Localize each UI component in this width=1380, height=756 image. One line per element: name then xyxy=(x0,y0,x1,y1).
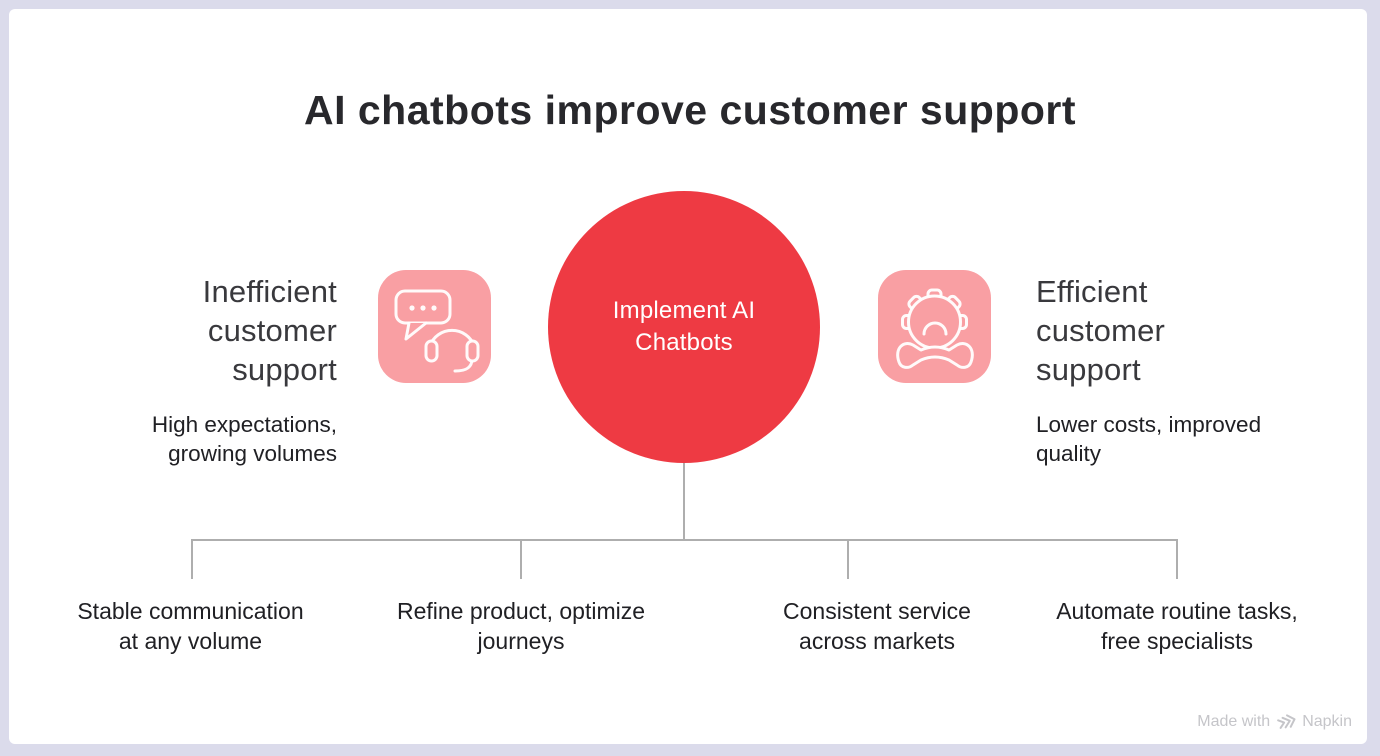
connector-horizontal xyxy=(191,539,1178,541)
gear-phone-icon xyxy=(878,270,991,383)
watermark-brand: Napkin xyxy=(1302,713,1352,730)
outcome-label-2: Refine product, optimize journeys xyxy=(396,598,645,654)
page-title: AI chatbots improve customer support xyxy=(303,87,1077,133)
center-node: Implement AI Chatbots xyxy=(548,191,820,463)
napkin-logo-icon xyxy=(1276,712,1296,732)
connector-drop-3 xyxy=(847,540,849,579)
right-node-heading: Efficient customer support xyxy=(1036,274,1166,387)
connector-drop-2 xyxy=(520,540,522,579)
connector-stem xyxy=(683,463,685,541)
outcome-label-4: Automate routine tasks, free specialists xyxy=(1056,598,1298,654)
right-node-description: Lower costs, improved quality xyxy=(1036,412,1262,466)
left-node-heading: Inefficient customer support xyxy=(202,274,337,387)
connector-drop-4 xyxy=(1176,540,1178,579)
watermark: Made with Napkin xyxy=(1197,712,1352,732)
outcome-label-3: Consistent service across markets xyxy=(783,598,971,654)
connector-drop-1 xyxy=(191,540,193,579)
chat-headset-icon xyxy=(378,270,491,383)
right-node: Efficient customer support Lower costs, … xyxy=(1036,272,1296,468)
outcome-label-1: Stable communication at any volume xyxy=(77,598,304,654)
center-node-label: Implement AI Chatbots xyxy=(612,297,756,356)
watermark-prefix: Made with xyxy=(1197,713,1271,730)
left-node: Inefficient customer support High expect… xyxy=(97,272,337,468)
left-node-description: High expectations, growing volumes xyxy=(151,412,337,466)
